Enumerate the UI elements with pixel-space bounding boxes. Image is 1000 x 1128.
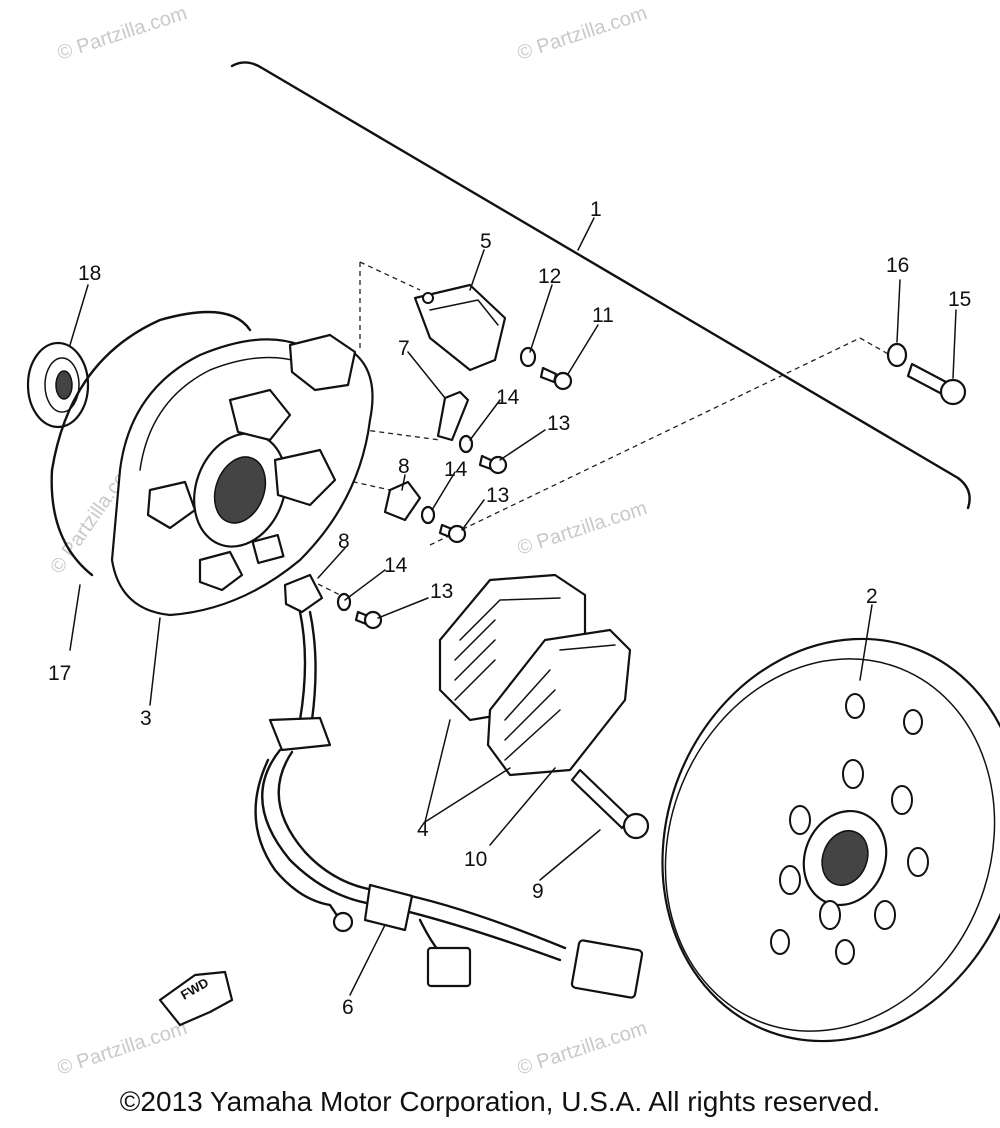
leader-lines (69, 217, 957, 996)
callout-6: 6 (342, 996, 354, 1019)
washer-14-part (458, 434, 474, 454)
washer-16-part (886, 342, 908, 368)
flywheel-holes (770, 693, 929, 965)
clamp-part-upper (383, 480, 422, 522)
callout-14-middle: 14 (444, 458, 468, 481)
bracket-part (436, 390, 470, 442)
callout-16: 16 (886, 254, 909, 277)
pickup-coil-part (413, 283, 507, 372)
assembly-bracket-line (230, 61, 971, 510)
callout-1: 1 (590, 198, 602, 221)
callout-14-upper: 14 (496, 386, 520, 409)
fasteners (336, 342, 967, 840)
callout-18: 18 (78, 262, 101, 285)
watermark-text: © Partzilla.com (55, 1017, 190, 1080)
callout-13-middle: 13 (486, 484, 509, 507)
callout-9: 9 (532, 880, 544, 903)
watermark-text: © Partzilla.com (55, 2, 190, 65)
wire-harness-part (254, 610, 644, 999)
callout-8-lower: 8 (338, 530, 350, 553)
callouts: 1 2 3 4 5 6 7 8 8 9 10 11 12 13 13 13 14… (48, 198, 971, 1019)
forward-direction-arrow: FWD (158, 970, 234, 1027)
oil-seal-part (26, 341, 90, 429)
callout-11: 11 (592, 304, 614, 327)
callout-5: 5 (480, 230, 492, 253)
callout-10: 10 (464, 848, 487, 871)
callout-8-upper: 8 (398, 455, 410, 478)
callout-7: 7 (398, 337, 410, 360)
o-ring-part (50, 310, 252, 577)
washer-12-part (519, 346, 537, 368)
callout-13-lower: 13 (430, 580, 453, 603)
callout-14-lower: 14 (384, 554, 408, 577)
watermark-text: © Partzilla.com (515, 1017, 650, 1080)
assembly-guide-lines (289, 261, 891, 601)
washer-14-part (336, 592, 352, 612)
charging-coil-part (438, 573, 632, 777)
clamp-part-lower (283, 573, 324, 614)
callout-15: 15 (948, 288, 971, 311)
callout-17: 17 (48, 662, 71, 685)
callout-13-upper: 13 (547, 412, 570, 435)
washer-14-part (420, 505, 436, 525)
flywheel-rotor-part (661, 637, 1000, 1043)
screw-11-part (539, 366, 558, 384)
watermark-text: © Partzilla.com (515, 497, 650, 560)
callout-3: 3 (140, 707, 152, 730)
stator-base-plate-part (110, 333, 374, 617)
callout-12: 12 (538, 265, 561, 288)
copyright-notice: ©2013 Yamaha Motor Corporation, U.S.A. A… (119, 1086, 881, 1117)
callout-4: 4 (417, 818, 429, 841)
callout-2: 2 (866, 585, 878, 608)
watermark-text: © Partzilla.com (515, 2, 650, 65)
bolt-9-part (570, 768, 632, 830)
